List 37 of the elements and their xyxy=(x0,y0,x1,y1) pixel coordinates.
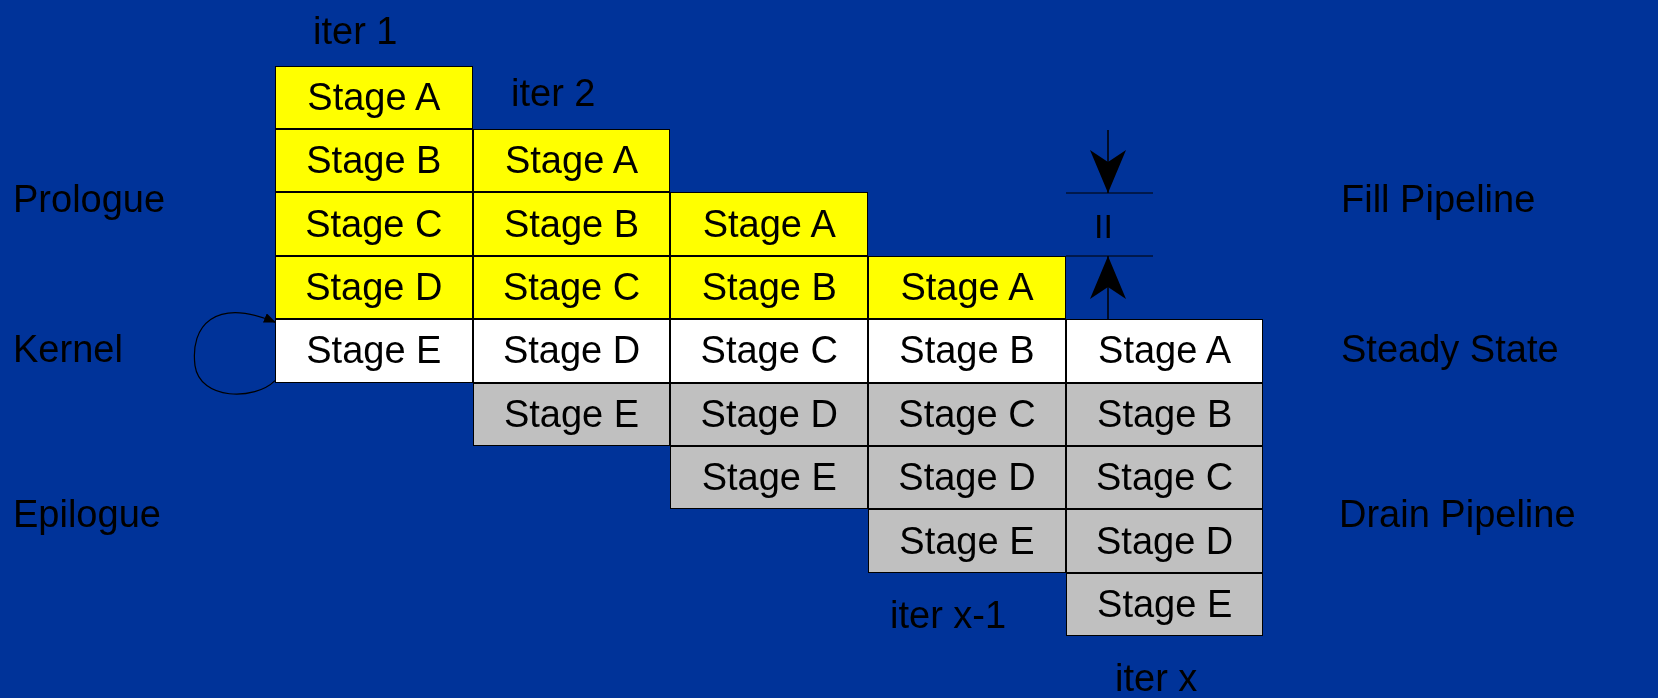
phase-label: Epilogue xyxy=(13,492,161,536)
epilogue-stage-box: Stage C xyxy=(868,382,1066,446)
kernel-stage-box: Stage A xyxy=(1065,319,1264,383)
epilogue-stage-box: Stage E xyxy=(670,446,869,510)
kernel-stage-box: Stage D xyxy=(472,319,671,383)
prologue-stage-box: Stage C xyxy=(275,192,473,256)
epilogue-stage-box: Stage D xyxy=(868,446,1066,510)
prologue-stage-box: Stage A xyxy=(275,65,473,129)
kernel-stage-box: Stage C xyxy=(670,319,869,383)
loop-arrow xyxy=(193,312,276,395)
epilogue-stage-box: Stage C xyxy=(1065,446,1264,510)
prologue-stage-box: Stage B xyxy=(670,255,869,320)
phase-label: Drain Pipeline xyxy=(1339,492,1576,536)
epilogue-stage-box: Stage D xyxy=(1065,509,1264,573)
phase-label: Fill Pipeline xyxy=(1341,177,1536,221)
epilogue-stage-box: Stage E xyxy=(472,382,671,446)
phase-label: Steady State xyxy=(1341,327,1559,371)
kernel-stage-box: Stage E xyxy=(275,319,473,383)
phase-label: Prologue xyxy=(13,177,166,221)
prologue-stage-box: Stage C xyxy=(472,255,671,320)
epilogue-stage-box: Stage E xyxy=(868,509,1066,573)
prologue-stage-box: Stage B xyxy=(472,192,671,256)
iteration-label: iter 2 xyxy=(511,71,596,115)
kernel-stage-box: Stage B xyxy=(868,319,1066,383)
iteration-label: iter 1 xyxy=(313,9,398,53)
phase-label: Kernel xyxy=(13,327,123,371)
interval-label: II xyxy=(1094,206,1113,246)
epilogue-stage-box: Stage E xyxy=(1065,572,1264,637)
prologue-stage-box: Stage D xyxy=(275,255,473,320)
epilogue-stage-box: Stage D xyxy=(670,382,869,446)
iteration-label: iter x-1 xyxy=(890,593,1007,637)
prologue-stage-box: Stage A xyxy=(670,192,869,256)
iteration-label: iter x xyxy=(1115,656,1198,698)
prologue-stage-box: Stage B xyxy=(275,129,473,193)
prologue-stage-box: Stage A xyxy=(868,255,1066,320)
epilogue-stage-box: Stage B xyxy=(1065,382,1264,446)
prologue-stage-box: Stage A xyxy=(472,129,671,193)
